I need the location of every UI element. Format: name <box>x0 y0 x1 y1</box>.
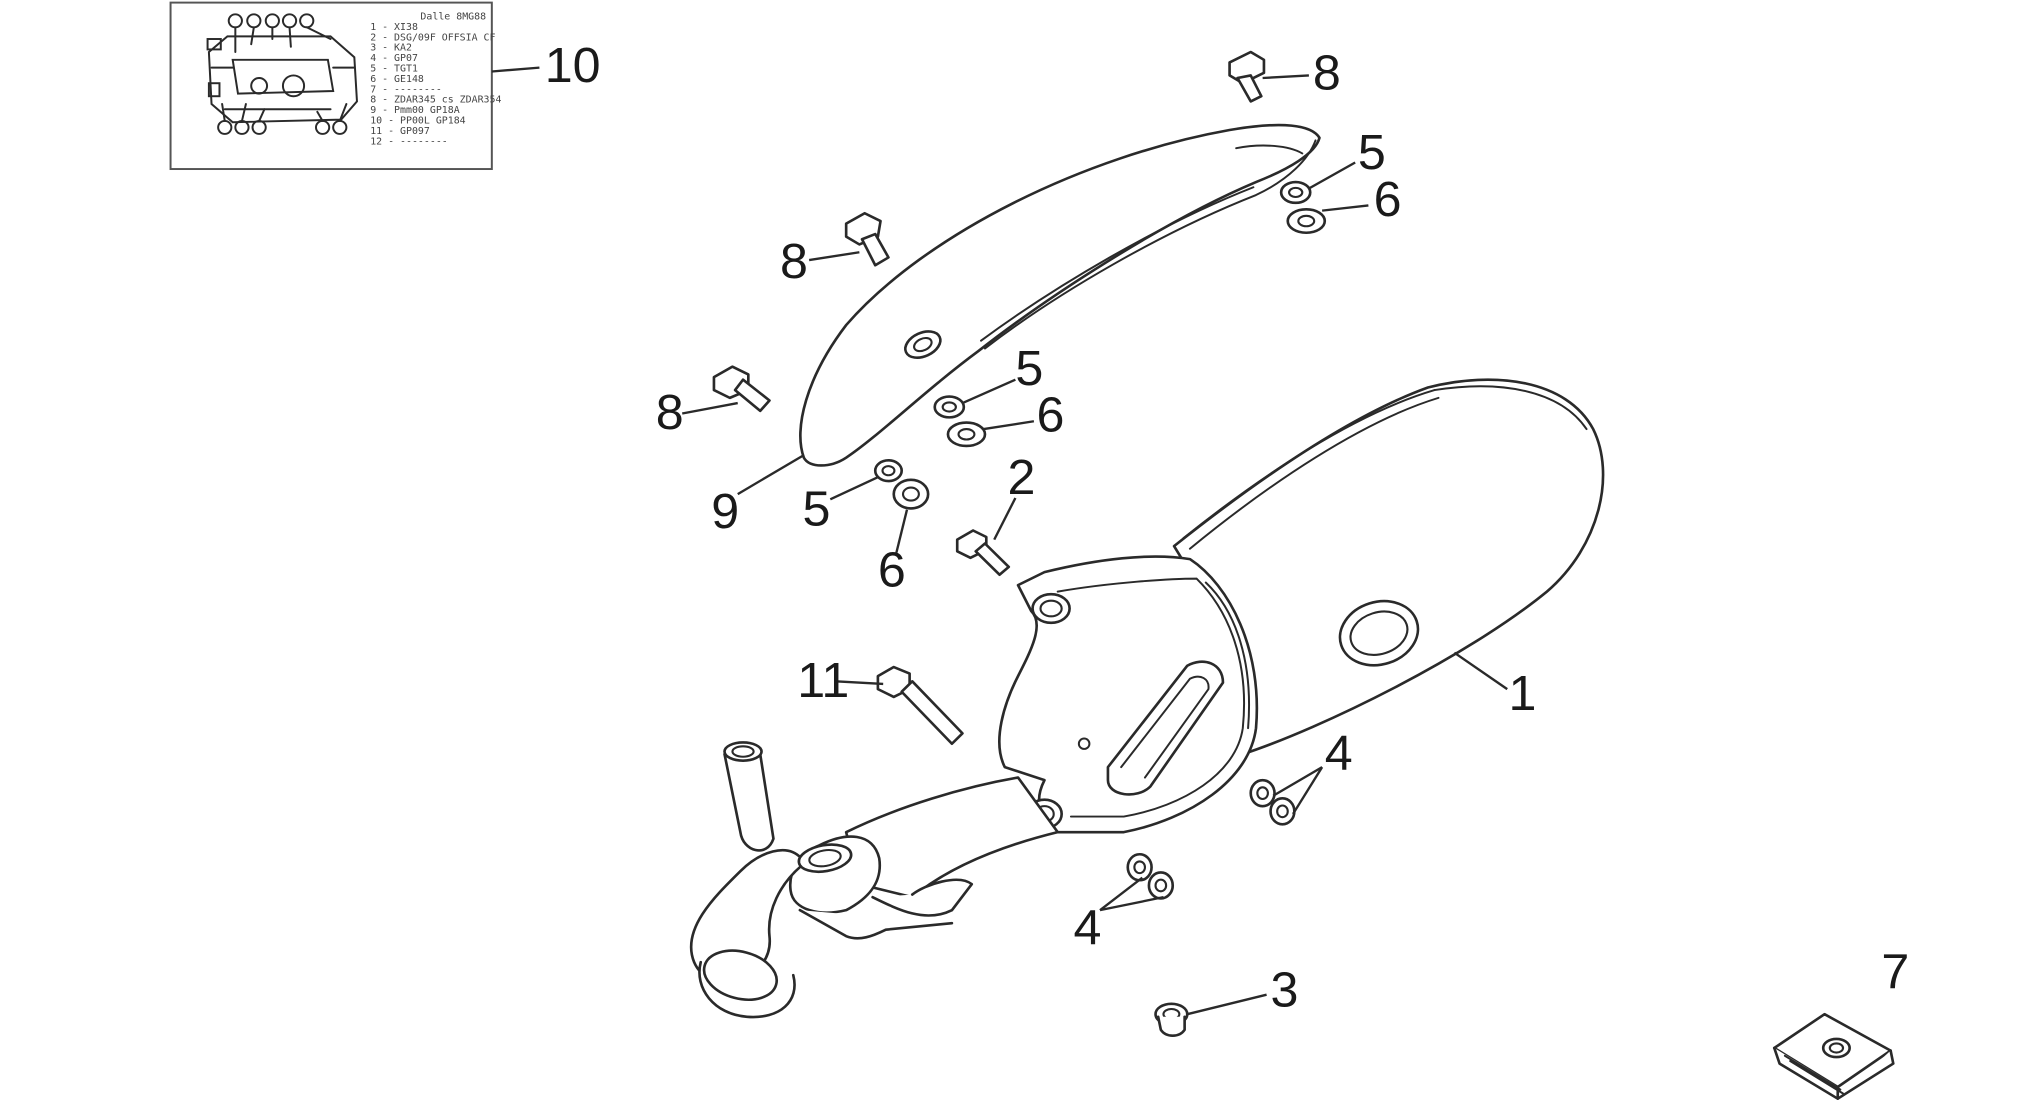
legend-line: 2 - DSG/09F OFFSIA CF <box>370 32 495 43</box>
legend-line: 6 - GE148 <box>370 74 424 85</box>
leader-lines <box>491 66 1508 1016</box>
callout-5-top: 5 <box>1358 124 1386 180</box>
callout-2: 2 <box>1007 449 1035 505</box>
bolt-11 <box>876 665 964 746</box>
bolt-8-low <box>712 365 771 413</box>
muffler <box>1148 378 1605 782</box>
heat-shield <box>799 123 1321 467</box>
bolt-2 <box>955 529 1011 577</box>
legend-line: 12 - -------- <box>370 136 448 147</box>
callout-5-low: 5 <box>803 481 831 537</box>
callout-10: 10 <box>545 37 601 93</box>
legend-line: 1 - XI38 <box>370 22 418 33</box>
legend-label-box: Dalle 8MG88 1 - XI38 2 - DSG/09F OFFSIA … <box>169 1 502 171</box>
callout-3: 3 <box>1271 962 1299 1018</box>
callout-9: 9 <box>711 483 739 539</box>
callout-8-mid: 8 <box>780 234 808 290</box>
washers <box>873 180 1327 900</box>
callout-6-mid: 6 <box>1037 387 1065 443</box>
rubber-plug <box>1154 1002 1189 1037</box>
mini-engine-drawing <box>206 13 358 135</box>
callout-7: 7 <box>1881 944 1909 1000</box>
bolt-8-mid <box>844 211 890 267</box>
legend-line: 11 - GP097 <box>370 126 430 137</box>
bolt-8-top <box>1228 50 1266 103</box>
legend-line: 10 - PP00L GP184 <box>370 116 466 127</box>
callout-6-top: 6 <box>1374 171 1402 227</box>
legend-lines: 1 - XI38 2 - DSG/09F OFFSIA CF 3 - KA2 4… <box>370 22 501 147</box>
callout-8-top: 8 <box>1313 45 1341 101</box>
exhaust-pipe <box>689 741 1060 1019</box>
legend-line: 9 - Pmm00 GP18A <box>370 105 460 116</box>
callout-1: 1 <box>1509 665 1537 721</box>
legend-line: 5 - TGT1 <box>370 64 418 75</box>
legend-line: 4 - GP07 <box>370 53 418 64</box>
legend-line: 3 - KA2 <box>370 43 412 54</box>
clip-nut <box>1772 1012 1895 1100</box>
callout-8-low: 8 <box>656 384 684 440</box>
legend-header: Dalle 8MG88 <box>420 12 486 23</box>
legend-line: 7 - -------- <box>370 84 442 95</box>
callout-labels: 10 8 8 8 5 6 5 6 9 5 6 2 11 1 4 4 3 7 <box>545 37 1910 1017</box>
callout-6-low: 6 <box>878 542 906 598</box>
callout-11: 11 <box>797 652 849 708</box>
muffler-bracket <box>998 555 1259 834</box>
callout-5-mid: 5 <box>1015 340 1043 396</box>
callout-4-bottom: 4 <box>1074 899 1102 955</box>
callout-4-right: 4 <box>1325 725 1353 781</box>
legend-line: 8 - ZDAR345 cs ZDAR354 <box>370 95 501 106</box>
